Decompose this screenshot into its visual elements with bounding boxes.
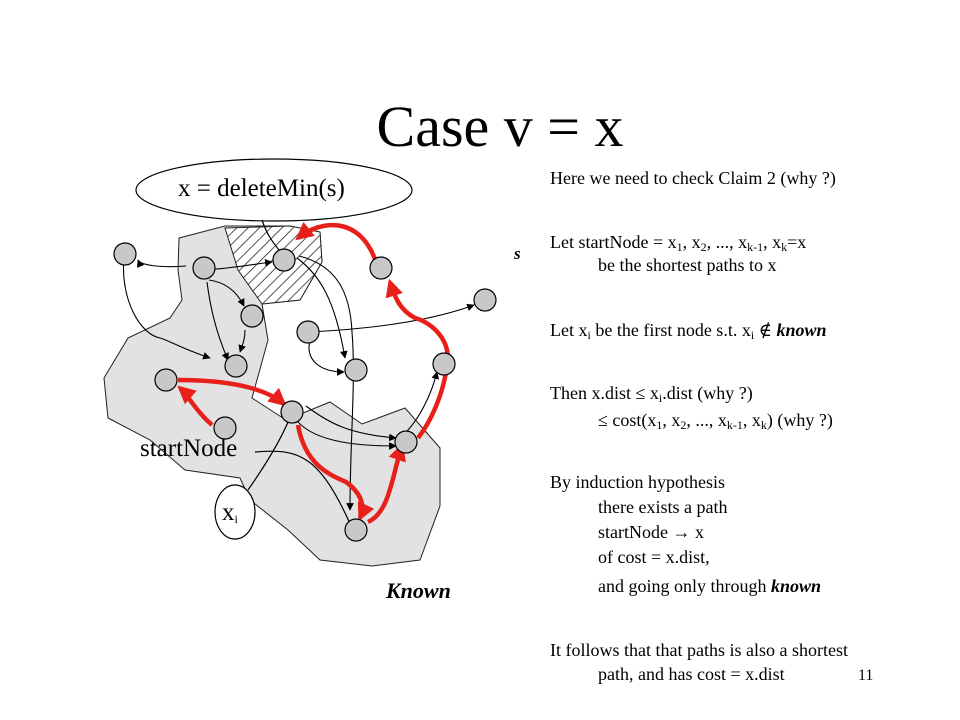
sub-k: k: [781, 240, 788, 254]
let-startnode-line: Let startNode = x1, x2, ..., xk-1, xk=x: [550, 232, 806, 253]
sub-1: 1: [676, 240, 683, 254]
s-region-label: s: [514, 244, 521, 263]
text-frag: ) (why ?): [766, 410, 833, 430]
follows-line-2: path, and has cost = x.dist: [598, 664, 785, 684]
graph-node: [113, 242, 137, 266]
graph-node: [154, 368, 178, 392]
text-frag: and going only through: [598, 576, 771, 596]
sub-k: k: [760, 418, 767, 432]
induction-line-2: there exists a path: [598, 497, 728, 517]
xi-bubble: [214, 484, 256, 540]
graph-node: [296, 320, 320, 344]
page-number: 11: [858, 667, 874, 684]
shortest-paths-line: be the shortest paths to x: [598, 255, 777, 275]
text-frag: startNode: [598, 522, 673, 542]
induction-line-5: and going only through known: [550, 576, 821, 597]
cost-line: ≤ cost(x1, x2, ..., xk-1, xk) (why ?): [550, 410, 833, 431]
text-frag: =x: [787, 232, 807, 252]
sub-i: i: [587, 328, 591, 342]
induction-line-1: By induction hypothesis: [550, 472, 725, 492]
text-frag: Then x.dist: [550, 383, 636, 403]
callout-bubble: [135, 158, 413, 222]
sub-2: 2: [700, 240, 707, 254]
graph-node: [369, 256, 393, 280]
sub-km1: k-1: [747, 240, 764, 254]
xi-sub: i: [234, 512, 238, 526]
text-frag: , x: [662, 410, 681, 430]
text-frag: Let startNode = x: [550, 232, 677, 252]
sub-i: i: [658, 391, 663, 405]
xi-label: xi: [222, 499, 238, 527]
claim-line: Here we need to check Claim 2 (why ?): [550, 168, 836, 188]
text-frag: cost(x: [607, 410, 657, 430]
text-frag: .dist (why ?): [662, 383, 753, 403]
graph-node: [432, 352, 456, 376]
not-in-symbol: ∉: [758, 320, 772, 340]
graph-node: [240, 304, 264, 328]
xi-main: x: [222, 499, 235, 526]
text-frag: , x: [682, 232, 701, 252]
black-edges: [122, 254, 475, 511]
le-symbol: ≤: [635, 383, 646, 403]
known-region-label: Known: [386, 578, 451, 603]
graph-node: [344, 358, 368, 382]
graph-node: [213, 416, 237, 440]
graph-node: [473, 288, 497, 312]
sub-1: 1: [656, 418, 663, 432]
graph-node: [344, 518, 368, 542]
known-keyword: known: [776, 320, 827, 340]
text-frag: , x: [763, 232, 782, 252]
sub-i: i: [750, 328, 755, 342]
graph-node: [394, 430, 418, 454]
text-frag: be the first node s.t. x: [590, 320, 751, 340]
graph-node: [272, 248, 296, 272]
slide-title: Case v = x: [376, 94, 624, 159]
arrow-symbol: →: [672, 522, 691, 542]
start-node-label: startNode: [140, 435, 238, 462]
text-frag: , ..., x: [686, 410, 727, 430]
then-line: Then x.dist ≤ xi.dist (why ?): [550, 383, 753, 404]
text-frag: x: [645, 383, 659, 403]
startnode-pointer: [254, 450, 353, 529]
graph-node: [280, 400, 304, 424]
red-path-edges: [177, 221, 451, 525]
follows-line-1: It follows that that paths is also a sho…: [550, 640, 848, 660]
sub-km1: k-1: [726, 418, 743, 432]
graph-node: [224, 354, 248, 378]
s-region: [224, 225, 323, 305]
text-frag: Let x: [550, 320, 588, 340]
known-keyword: known: [771, 576, 822, 596]
induction-line-3: startNode → x: [550, 522, 704, 543]
induction-line-4: of cost = x.dist,: [598, 547, 710, 567]
text-frag: , x: [742, 410, 761, 430]
first-node-line: Let xi be the first node s.t. xi ∉ known: [550, 320, 827, 341]
graph-node: [192, 256, 216, 280]
le-symbol: ≤: [598, 410, 608, 430]
text-frag: x: [690, 522, 704, 542]
text-frag: , ..., x: [706, 232, 748, 252]
sub-2: 2: [680, 418, 687, 432]
callout-label: x = deleteMin(s): [178, 175, 345, 202]
